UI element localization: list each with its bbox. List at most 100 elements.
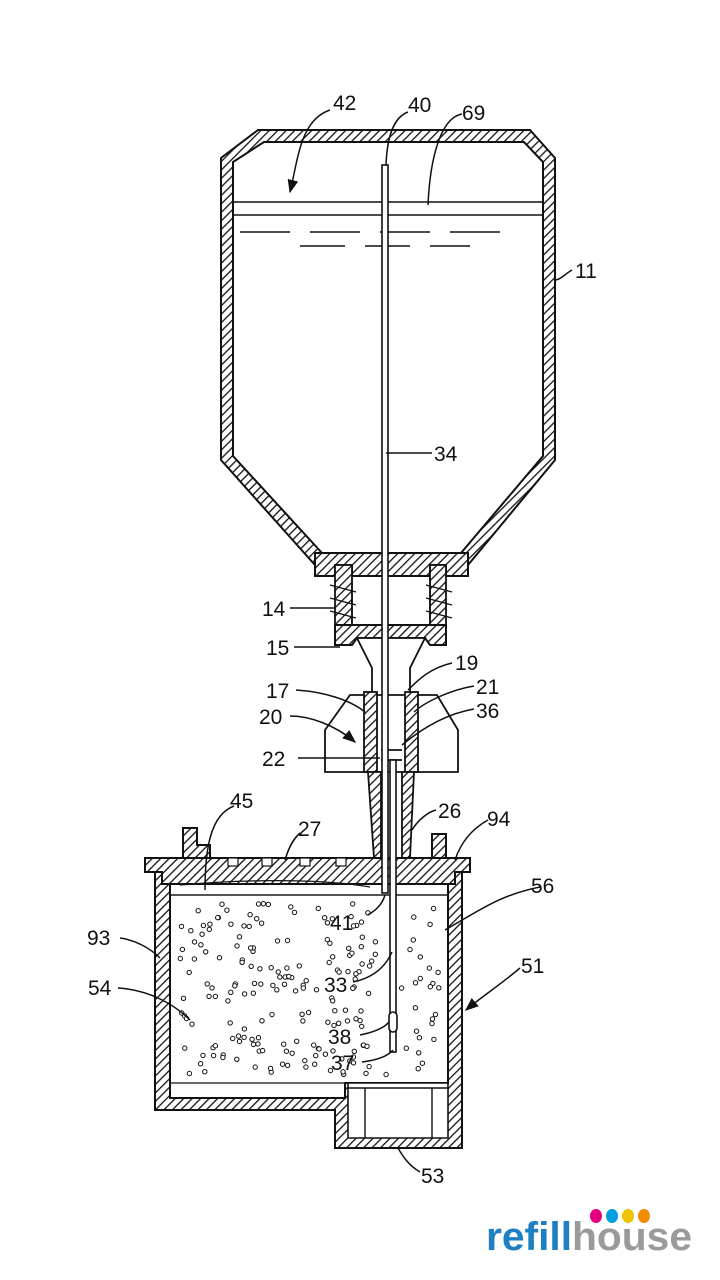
- foam-dot: [267, 1065, 274, 1072]
- foam-dot: [427, 984, 433, 990]
- foam-dot: [284, 965, 290, 971]
- foam-dot: [340, 1069, 346, 1075]
- foam-dot: [350, 1060, 357, 1066]
- foam-dot: [346, 945, 352, 951]
- foam-dot: [281, 1041, 287, 1047]
- foam-dot: [326, 959, 332, 966]
- foam-dot: [255, 901, 262, 907]
- foam-dot: [311, 1042, 317, 1048]
- foam-dot: [180, 995, 187, 1001]
- foam-dot: [330, 954, 336, 960]
- foam-dot: [365, 990, 372, 997]
- foam-dot: [216, 955, 223, 961]
- foam-dot: [286, 973, 292, 980]
- foam-dot: [296, 963, 302, 969]
- foam-dot: [186, 969, 192, 976]
- foam-dot: [260, 1047, 266, 1054]
- foam-dot: [431, 1036, 437, 1043]
- foam-dot: [332, 1008, 338, 1014]
- foam-dot: [195, 908, 201, 914]
- label-41: 41: [330, 912, 353, 935]
- foam-dot: [303, 978, 309, 984]
- foam-dot: [300, 985, 306, 991]
- drop-cyan-icon: [606, 1209, 618, 1223]
- collar-20: [324, 694, 459, 773]
- foam-dot: [248, 963, 254, 969]
- foam-dot: [268, 965, 274, 971]
- foam-dot: [372, 939, 379, 945]
- foam-dot: [436, 985, 442, 991]
- foam-dot: [215, 914, 221, 921]
- foam-dot: [429, 1016, 436, 1022]
- foam-dot: [413, 1028, 420, 1034]
- foam-dot: [228, 921, 234, 927]
- foam-dot: [353, 971, 359, 977]
- foam-dot: [302, 1057, 308, 1064]
- foam-dot: [416, 1050, 422, 1056]
- foam-dot: [350, 985, 356, 991]
- foam-dot: [322, 1051, 329, 1057]
- foam-dot: [281, 981, 288, 987]
- foam-dot: [358, 1008, 364, 1014]
- tube-26b: [401, 771, 415, 859]
- foam-dot: [372, 951, 378, 957]
- foam-dot: [430, 905, 437, 912]
- foam-dot: [342, 1007, 349, 1013]
- foam-dot: [274, 987, 280, 993]
- foam-dot: [225, 998, 231, 1004]
- foam-dot: [412, 1005, 419, 1011]
- foam-dot: [330, 1048, 336, 1054]
- foam-dot: [254, 916, 260, 922]
- foam-dot: [366, 963, 373, 969]
- foam-dot: [265, 901, 271, 908]
- foam-dot: [227, 1020, 233, 1026]
- foam-dot: [188, 928, 194, 934]
- foam-dot: [427, 921, 433, 928]
- foam-dot: [294, 1038, 300, 1045]
- foam-dot: [220, 1054, 226, 1061]
- foam-dot: [255, 1041, 261, 1047]
- foam-dot: [284, 1062, 291, 1069]
- tube-26: [367, 771, 382, 859]
- foam-dot: [241, 991, 248, 997]
- foam-dot: [259, 1018, 265, 1024]
- foam-dot: [292, 988, 299, 994]
- foam-dot: [299, 1011, 305, 1017]
- label-33: 33: [324, 974, 347, 997]
- foam-dot: [182, 1045, 188, 1051]
- foam-dot: [410, 937, 416, 943]
- foam-dot: [412, 980, 419, 986]
- foam-dot: [416, 1035, 423, 1041]
- foam-dot: [417, 975, 423, 982]
- sleeve-17: [363, 691, 378, 773]
- label-54: 54: [88, 977, 112, 1000]
- slot-38: [388, 1011, 398, 1033]
- foam-dot: [251, 980, 258, 987]
- foam-dot: [274, 938, 281, 944]
- foam-dot: [212, 1043, 219, 1049]
- foam-dot: [275, 969, 281, 975]
- foam-dot: [357, 1017, 363, 1024]
- foam-dot: [179, 946, 186, 953]
- foam-dot: [212, 993, 219, 1000]
- foam-dot: [219, 901, 225, 907]
- foam-dot: [366, 1063, 372, 1070]
- foam-dot: [234, 1056, 240, 1063]
- foam-dot: [202, 1069, 208, 1075]
- foam-dot: [324, 936, 330, 943]
- foam-dot: [236, 1038, 243, 1045]
- foam-dot: [288, 904, 294, 910]
- foam-dot: [303, 1064, 309, 1070]
- foam-dot: [383, 1071, 389, 1078]
- foam-dot: [249, 1036, 255, 1043]
- foam-dot: [277, 974, 283, 980]
- foam-dot: [305, 1009, 312, 1016]
- foam-dot: [312, 1061, 318, 1067]
- foam-dot: [300, 1018, 306, 1024]
- foam-dot: [207, 921, 213, 927]
- foam-dot: [279, 1061, 286, 1067]
- foam-dot: [257, 966, 263, 972]
- needle-34: [381, 164, 389, 894]
- foam-dot: [407, 946, 413, 953]
